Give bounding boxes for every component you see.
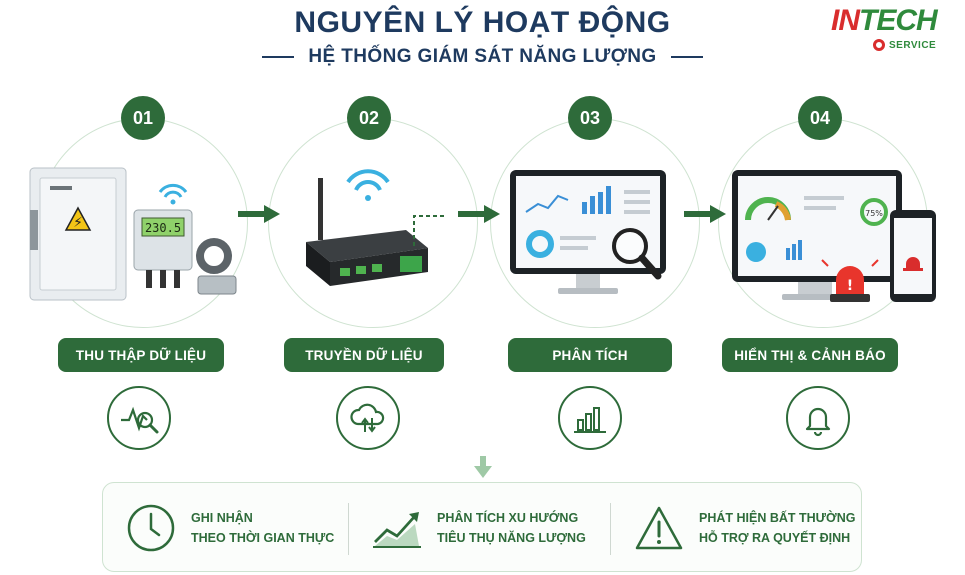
feature-1-line2: THEO THỜI GIAN THỰC <box>191 531 335 545</box>
bar-chart-icon <box>574 407 606 433</box>
arrow-down-icon <box>474 456 492 478</box>
step-1-label: THU THẬP DỮ LIỆU <box>58 338 224 372</box>
bell-icon <box>903 257 923 271</box>
step-3-icon-ring <box>558 386 622 450</box>
feature-2-line1: PHÂN TÍCH XU HƯỚNG <box>437 511 579 525</box>
logo-text-red: IN <box>831 4 860 37</box>
data-transmission-illustration <box>306 169 446 286</box>
step-4-icon-ring <box>786 386 850 450</box>
feature-1-line1: GHI NHẬN <box>191 511 253 525</box>
logo-wordmark: INTECH <box>831 4 953 38</box>
feature-realtime: GHI NHẬN THEO THỜI GIAN THỰC <box>125 483 334 573</box>
arrow-right-icon <box>458 205 500 223</box>
svg-text:!: ! <box>847 278 853 294</box>
feature-3-line2: HỖ TRỢ RA QUYẾT ĐỊNH <box>699 531 851 545</box>
meter-reading: 230.5 <box>145 221 181 235</box>
step-3-number: 03 <box>568 96 612 140</box>
subtitle-rule-left <box>262 56 295 58</box>
current-clamp <box>196 238 237 295</box>
gear-icon <box>873 39 885 51</box>
data-link-line <box>413 215 446 246</box>
trend-chart-icon <box>373 512 421 548</box>
step-2-number: 02 <box>347 96 391 140</box>
step-4-label: HIỂN THỊ & CẢNH BÁO <box>722 338 898 372</box>
router-device <box>306 230 428 286</box>
alarm-light-icon: ! <box>821 259 879 302</box>
feature-anomaly: PHÁT HIỆN BẤT THƯỜNG HỖ TRỢ RA QUYẾT ĐỊN… <box>633 483 855 573</box>
feature-divider <box>610 503 611 555</box>
display-alert-illustration: 75% ! <box>732 170 936 302</box>
wifi-icon <box>158 183 188 205</box>
cloud-sync-icon <box>350 403 385 433</box>
hazard-icon <box>64 206 92 231</box>
feature-divider <box>348 503 349 555</box>
step-4-number: 04 <box>798 96 842 140</box>
feature-3-line1: PHÁT HIỆN BẤT THƯỜNG <box>699 511 856 525</box>
gauge-percent: 75% <box>865 209 883 218</box>
page-subtitle: HỆ THỐNG GIÁM SÁT NĂNG LƯỢNG <box>308 46 657 67</box>
clock-icon <box>127 504 175 552</box>
features-panel: GHI NHẬN THEO THỜI GIAN THỰC PHÂN TÍCH X… <box>102 482 862 572</box>
phone <box>890 210 936 302</box>
arrow-right-icon <box>684 205 726 223</box>
magnifier-icon <box>612 228 662 280</box>
electrical-cabinet: ⚡ <box>29 167 127 301</box>
step-2-icon-ring <box>336 386 400 450</box>
antenna <box>318 178 323 240</box>
arrow-right-icon <box>238 205 280 223</box>
step-1-icon-ring <box>107 386 171 450</box>
subtitle-row: HỆ THỐNG GIÁM SÁT NĂNG LƯỢNG <box>0 46 965 68</box>
wifi-icon <box>346 169 390 201</box>
logo-text-green: TECH <box>859 4 938 37</box>
bell-icon <box>805 407 831 437</box>
feature-trend: PHÂN TÍCH XU HƯỚNG TIÊU THỤ NĂNG LƯỢNG <box>371 483 586 573</box>
svg-text:⚡: ⚡ <box>73 215 83 231</box>
step-1-number: 01 <box>121 96 165 140</box>
logo-subline: SERVICE <box>873 39 953 51</box>
analysis-illustration <box>510 170 666 294</box>
logo-sub-text: SERVICE <box>889 39 937 51</box>
step-3-label: PHÂN TÍCH <box>508 338 672 372</box>
step-2-label: TRUYỀN DỮ LIỆU <box>284 338 444 372</box>
page-title: NGUYÊN LÝ HOẠT ĐỘNG <box>294 6 671 39</box>
warning-icon <box>635 506 683 550</box>
brand-logo: INTECH SERVICE <box>831 4 953 60</box>
energy-meter: 230.5 <box>133 209 193 288</box>
subtitle-rule-right <box>670 56 703 58</box>
data-collection-illustration: ⚡ 230.5 <box>29 167 237 301</box>
signal-magnifier-icon <box>121 406 159 434</box>
feature-2-line2: TIÊU THỤ NĂNG LƯỢNG <box>437 531 586 545</box>
